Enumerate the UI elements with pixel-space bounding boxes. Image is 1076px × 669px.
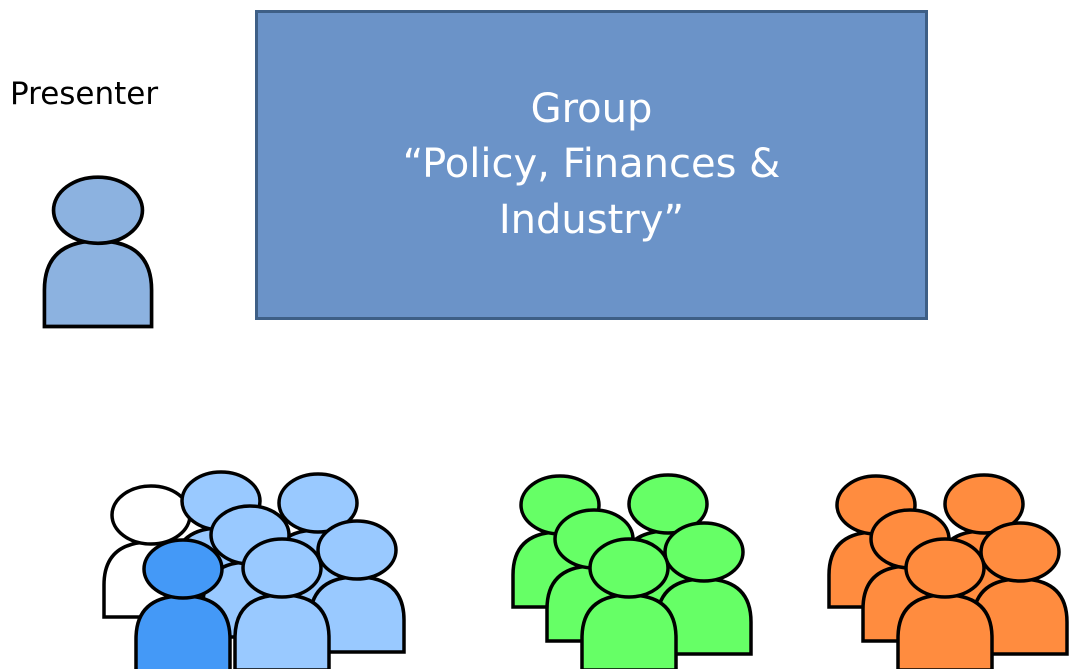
audience-group-orange-icon bbox=[827, 473, 1069, 669]
presenter-label: Presenter bbox=[10, 76, 159, 112]
group-box-line-1: Group bbox=[530, 86, 653, 133]
group-box-line-2: “Policy, Finances & bbox=[402, 141, 781, 188]
presenter-person-icon bbox=[42, 175, 154, 329]
group-box-line-3: Industry” bbox=[498, 196, 685, 243]
audience-group-green-icon bbox=[511, 473, 753, 669]
group-box: Group “Policy, Finances & Industry” bbox=[255, 10, 928, 320]
audience-group-blue-icon bbox=[102, 470, 406, 669]
